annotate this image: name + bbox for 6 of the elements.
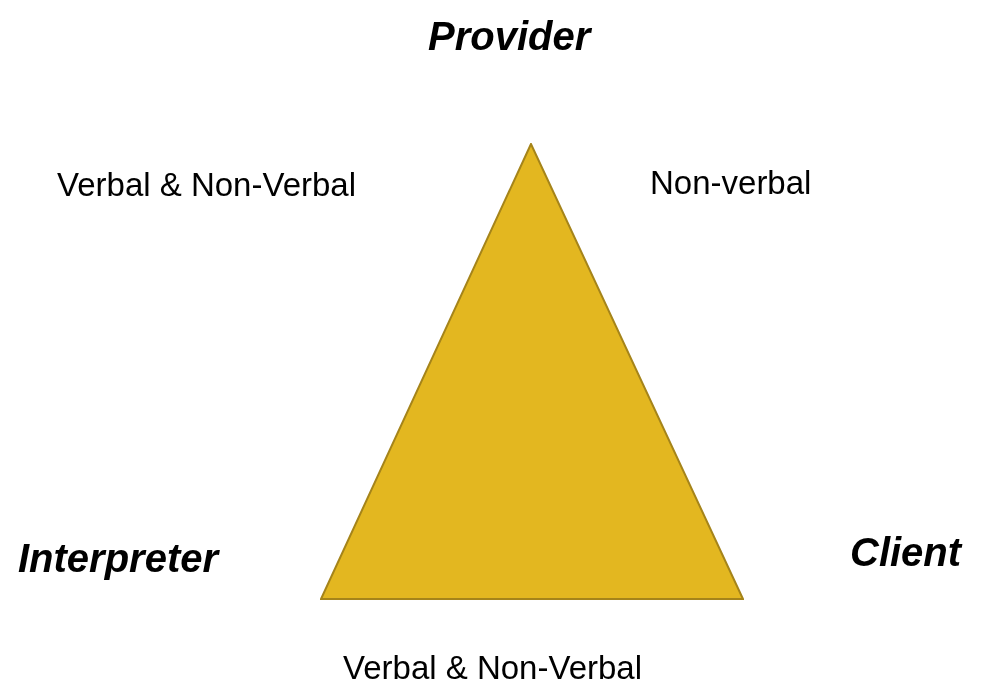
relation-label: Verbal & Non-Verbal <box>57 168 356 201</box>
role-label: Provider <box>428 16 591 56</box>
relation-label: Non-verbal <box>650 166 812 199</box>
relation-label: Verbal & Non-Verbal <box>343 651 642 684</box>
role-label: Interpreter <box>18 538 219 578</box>
role-label: Client <box>850 532 962 572</box>
